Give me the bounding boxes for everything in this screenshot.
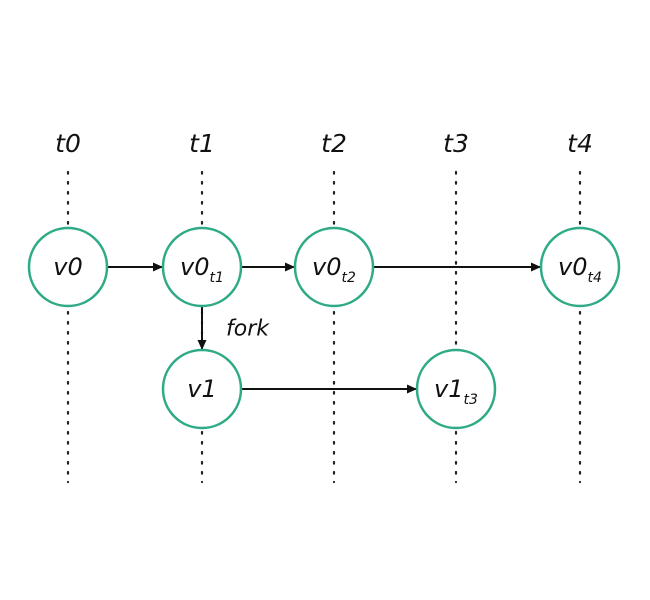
- time-label-t4: t4: [567, 129, 593, 158]
- node-label-v0_t4: v0t4: [558, 253, 602, 286]
- node-label-v0: v0: [53, 253, 82, 281]
- node-v0: v0: [27, 226, 109, 308]
- node-label-v0_t2: v0t2: [312, 253, 356, 286]
- node-sub-v0_t2: t2: [341, 270, 355, 286]
- node-label-v1_t3: v1t3: [434, 375, 478, 408]
- node-circle-v0_t1: [161, 226, 243, 308]
- node-v1_t3: v1t3: [415, 348, 497, 430]
- node-sub-v1_t3: t3: [464, 392, 478, 408]
- node-circle-v1_t3: [415, 348, 497, 430]
- node-main-v1_t3: v1: [434, 375, 463, 403]
- node-circle-v1: [161, 348, 243, 430]
- node-label-v1: v1: [187, 375, 216, 403]
- node-main-v0_t1: v0: [180, 253, 209, 281]
- node-v0_t4: v0t4: [539, 226, 621, 308]
- node-main-v0_t2: v0: [312, 253, 341, 281]
- timelines: t0 t1 t2 t3 t4: [55, 129, 593, 484]
- time-label-t2: t2: [321, 129, 347, 158]
- node-sub-v0_t4: t4: [588, 270, 602, 286]
- node-main-v0: v0: [53, 253, 82, 281]
- node-label-v0_t1: v0t1: [180, 253, 224, 286]
- node-v0_t1: v0t1: [161, 226, 243, 308]
- node-v1: v1: [161, 348, 243, 430]
- edge-label-fork: fork: [226, 317, 270, 342]
- node-main-v1: v1: [187, 375, 216, 403]
- node-sub-v0_t1: t1: [210, 270, 224, 286]
- node-circle-v0_t2: [293, 226, 375, 308]
- node-circle-v0_t4: [539, 226, 621, 308]
- time-label-t1: t1: [189, 129, 215, 158]
- time-label-t0: t0: [55, 129, 81, 158]
- node-main-v0_t4: v0: [558, 253, 587, 281]
- node-circle-v0: [27, 226, 109, 308]
- edges: fork: [107, 262, 541, 394]
- time-label-t3: t3: [443, 129, 469, 158]
- node-v0_t2: v0t2: [293, 226, 375, 308]
